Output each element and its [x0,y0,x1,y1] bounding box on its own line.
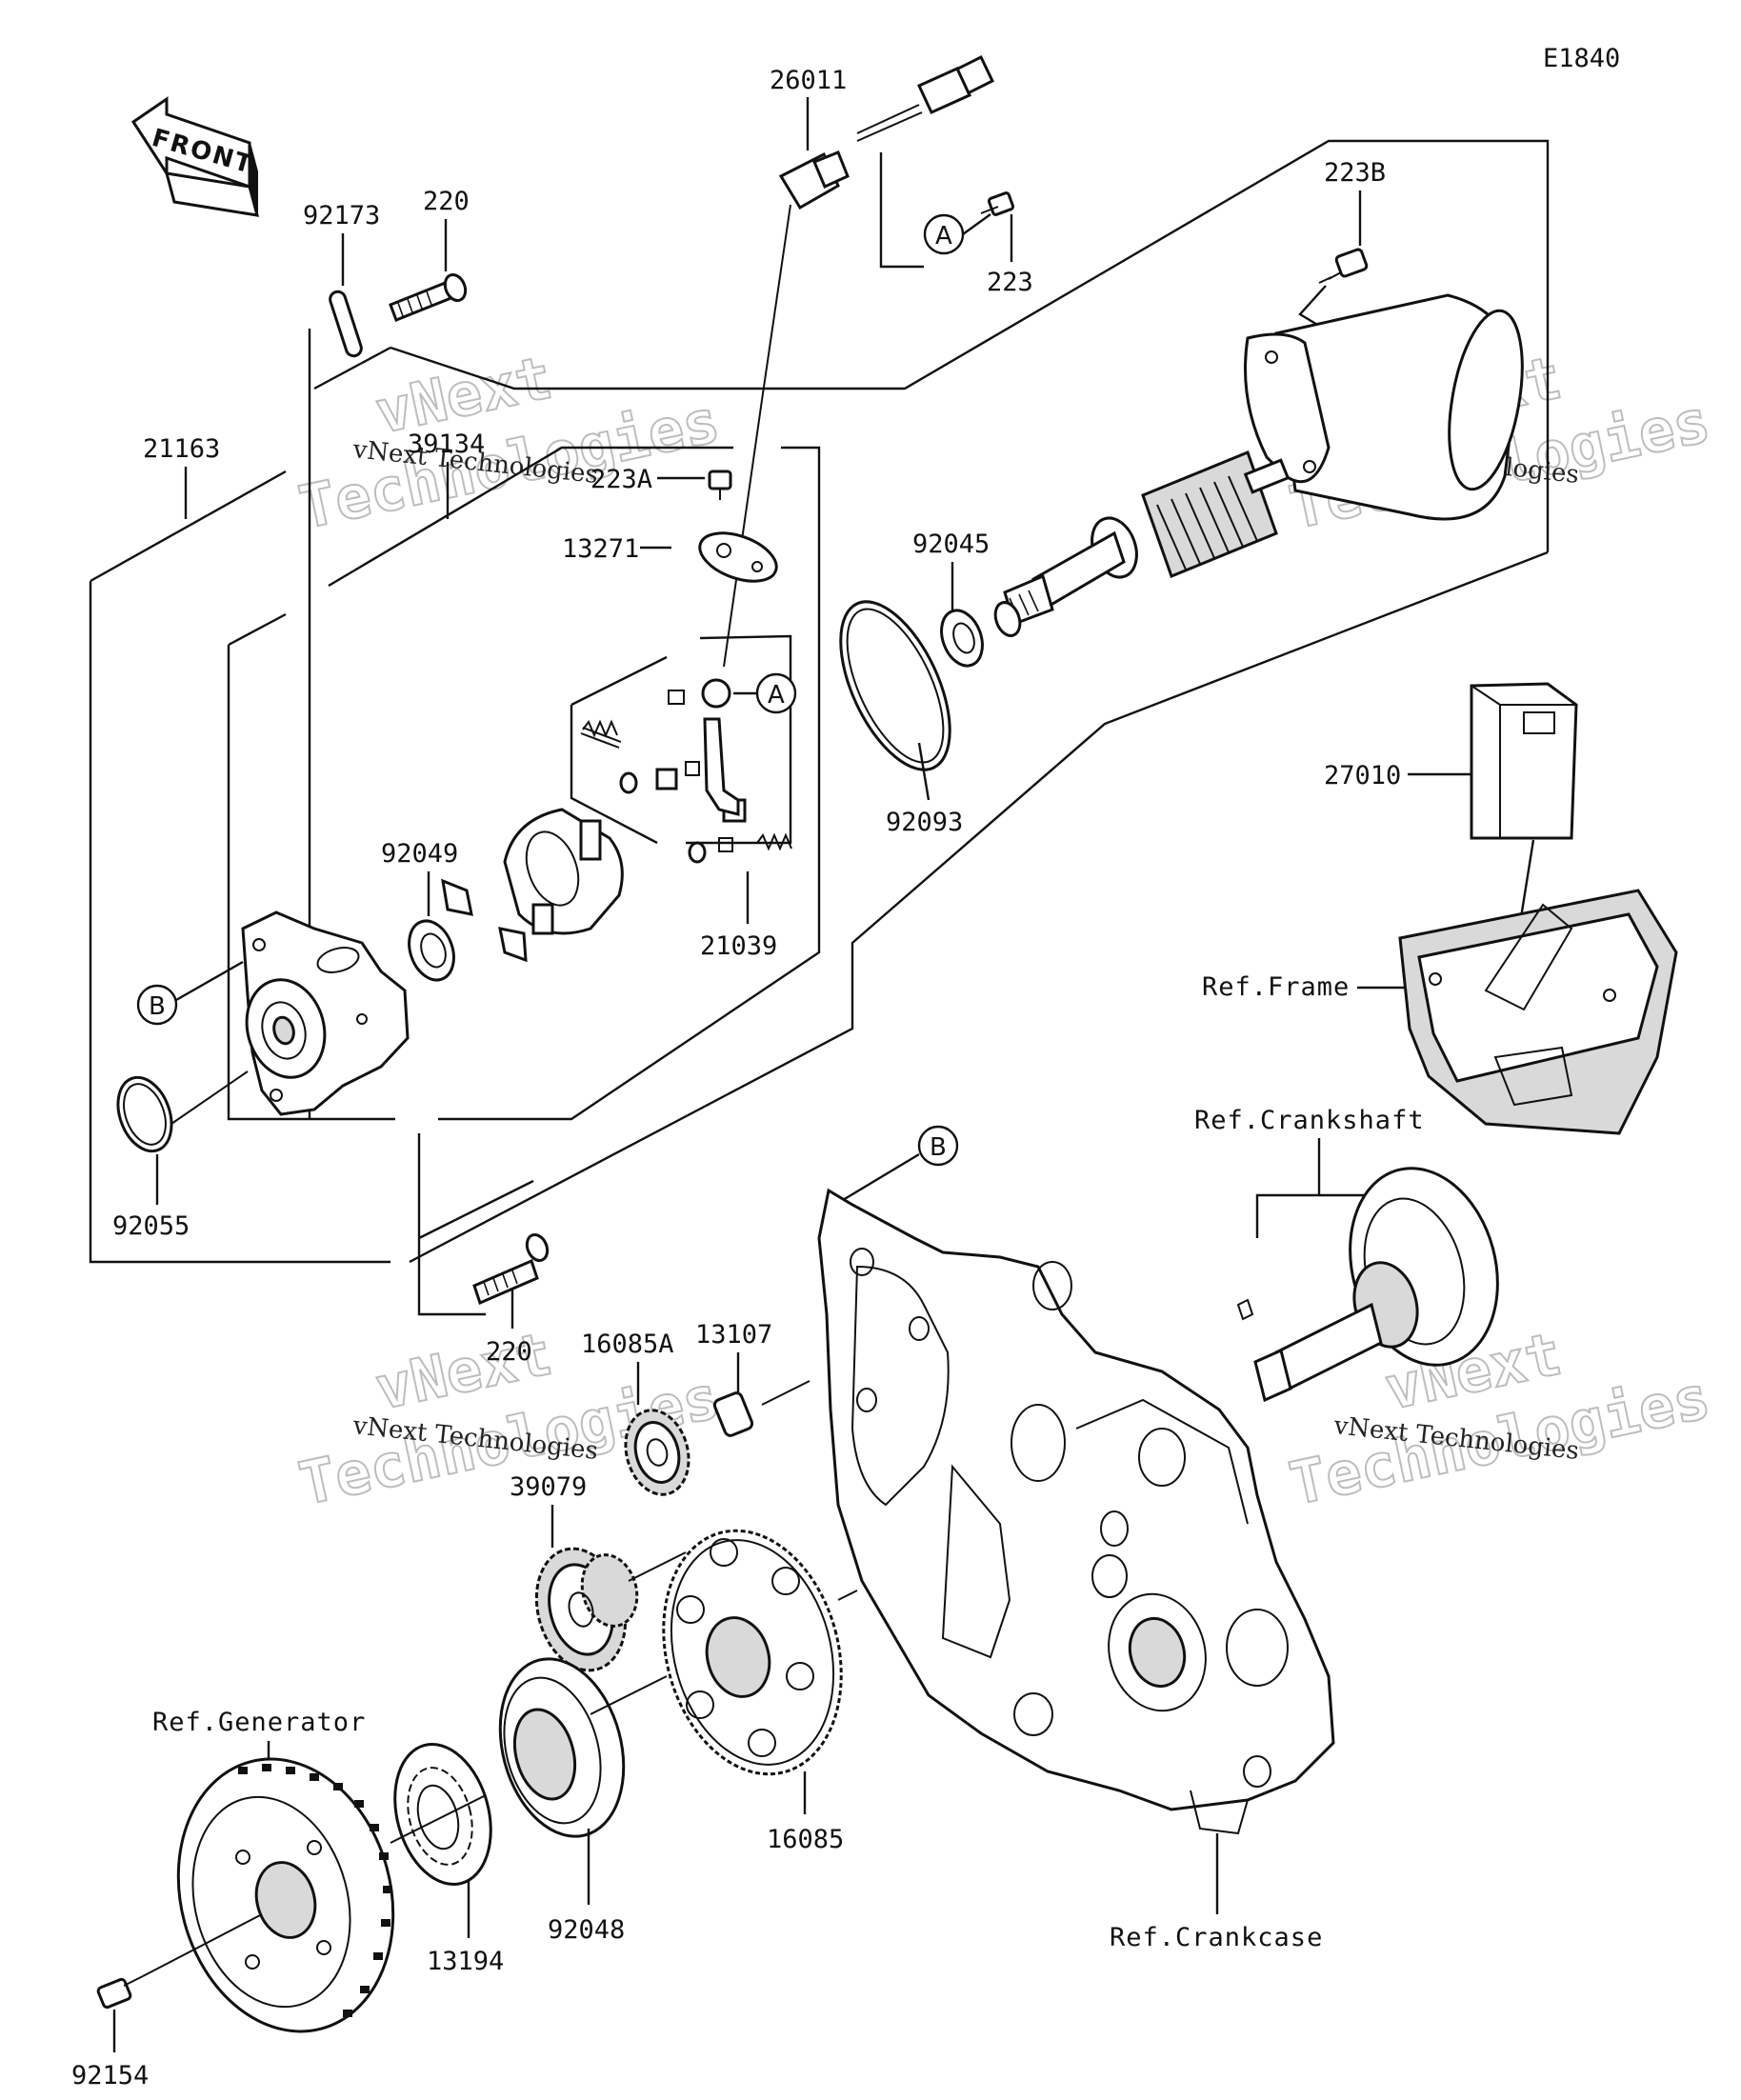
part-16085-starter-gear [662,1529,843,1776]
label-16085A: 16085A [581,1330,674,1359]
callout-a-top-label: A [935,222,952,250]
watermark-top-left: vNext Technologies vNext Technologies [292,341,726,543]
label-ref-crankshaft: Ref.Crankshaft [1194,1106,1425,1135]
label-92048: 92048 [548,1915,625,1945]
label-13271: 13271 [562,534,639,564]
label-21163: 21163 [143,434,220,464]
label-21039: 21039 [700,931,777,961]
label-92093: 92093 [886,808,963,837]
part-generator-rotor [176,1757,395,2033]
part-223-screw [980,191,1015,216]
part-16085A-gear [624,1409,690,1496]
label-92045: 92045 [912,530,990,559]
part-92048-bearing [498,1657,626,1838]
label-223: 223 [987,268,1033,297]
label-13194: 13194 [427,1947,504,1976]
callout-a-top: A [923,213,965,255]
part-13194-clutch [393,1742,492,1887]
part-92154-bolt [96,1975,144,2010]
part-220-bolt-top [389,272,468,322]
label-27010: 27010 [1324,761,1401,790]
part-92045-bearing [940,601,1022,668]
part-27010-relay [1470,682,1578,840]
part-brush-holder [503,678,792,935]
label-26011: 26011 [770,66,847,95]
part-crankshaft [1236,1167,1499,1403]
part-92055-o-ring [116,1075,173,1153]
part-223B-screw [1318,248,1369,284]
label-220-bottom: 220 [486,1337,532,1367]
label-13107: 13107 [695,1320,772,1350]
front-arrow-icon: FRONT [130,96,260,217]
part-13271-plate [698,531,778,583]
label-92055: 92055 [112,1211,190,1241]
part-220-bolt-bottom [472,1232,550,1306]
part-frame-section [1398,889,1678,1135]
callout-a-mid-label: A [768,681,785,710]
callout-b-left: B [136,984,178,1026]
callout-b-mid-label: B [930,1133,947,1162]
label-39134: 39134 [408,430,485,459]
part-92049-oil-seal [408,919,455,982]
label-ref-frame: Ref.Frame [1202,972,1350,1002]
part-13107-pin [712,1391,754,1437]
label-16085: 16085 [767,1825,844,1854]
part-brush-plates [441,878,528,963]
part-92093-o-ring [839,600,951,771]
part-92173-pin [329,290,363,358]
label-92173: 92173 [303,201,380,230]
label-92049: 92049 [381,839,458,869]
label-92154: 92154 [71,2061,149,2090]
assembly-outline-lines [89,139,1550,1316]
part-223A-screw [708,470,732,500]
callout-b-left-label: B [149,992,166,1021]
label-ref-generator: Ref.Generator [152,1708,366,1737]
label-220-top: 220 [423,187,470,216]
callout-b-mid: B [917,1125,959,1167]
part-armature [1003,450,1291,626]
label-223A: 223A [590,465,652,494]
label-ref-crankcase: Ref.Crankcase [1110,1923,1323,1952]
diagram-code: E1840 [1543,44,1620,73]
part-39079-idle-gear [534,1547,639,1672]
part-end-cover [241,910,410,1116]
label-223B: 223B [1324,158,1386,188]
label-39079: 39079 [510,1472,587,1502]
callout-a-mid: A [755,672,797,714]
part-crankcase [817,1188,1335,1835]
part-26011-connector [723,54,994,668]
part-yoke-motor-case [1244,293,1524,521]
